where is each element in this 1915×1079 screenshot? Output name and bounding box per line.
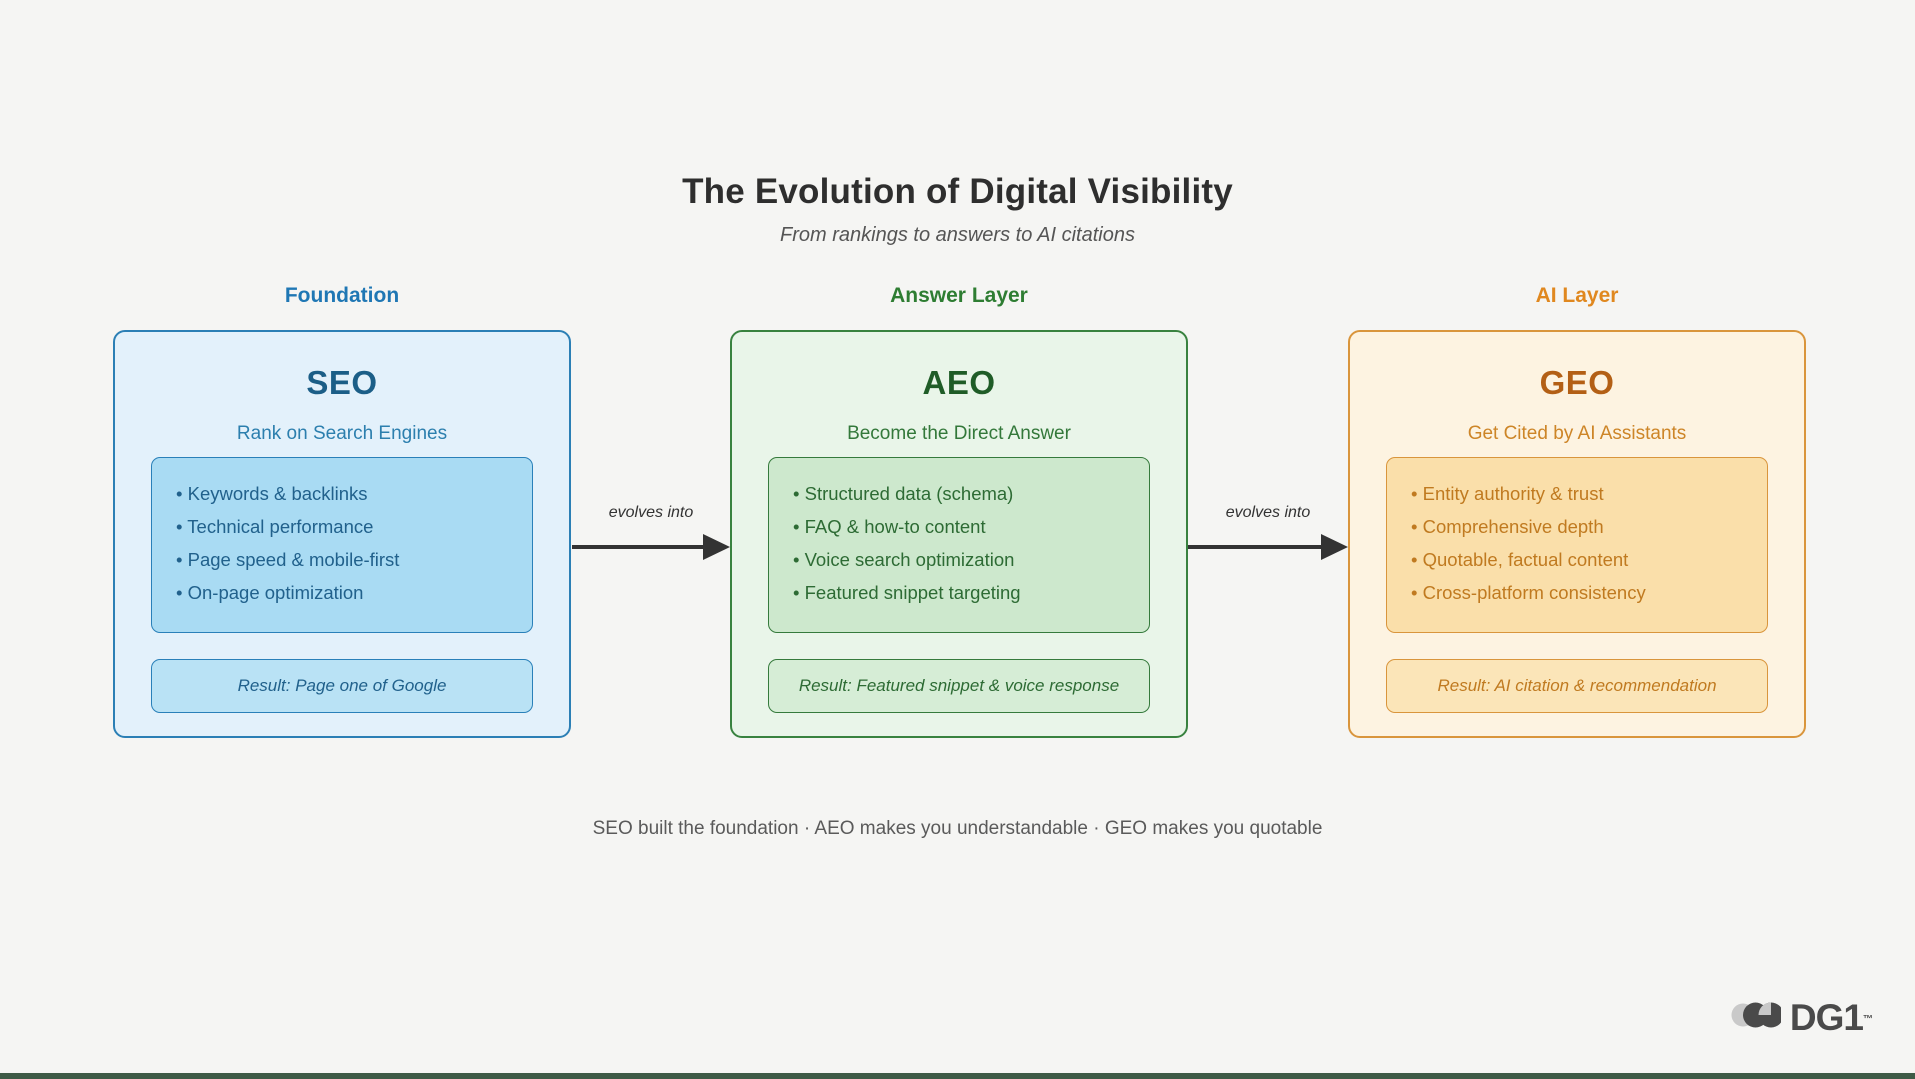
right-arrow-icon	[572, 534, 730, 560]
aeo-card: AEO Become the Direct Answer • Structure…	[730, 330, 1188, 738]
page-subtitle: From rankings to answers to AI citations	[780, 224, 1135, 246]
geo-result-badge: Result: AI citation & recommendation	[1386, 659, 1768, 713]
dg1-logo: DG1™	[1731, 993, 1873, 1042]
feature-item: • Page speed & mobile-first	[176, 549, 400, 570]
feature-item: • Quotable, factual content	[1411, 549, 1629, 570]
feature-item: • FAQ & how-to content	[793, 516, 986, 537]
seo-column: Foundation SEO Rank on Search Engines • …	[113, 283, 571, 738]
trademark-symbol: ™	[1863, 1013, 1873, 1025]
geo-card-title: GEO	[1539, 364, 1615, 401]
geo-card-tagline: Get Cited by AI Assistants	[1467, 423, 1687, 444]
feature-item: • Keywords & backlinks	[176, 483, 368, 504]
seo-features-list: • Keywords & backlinks • Technical perfo…	[151, 457, 533, 633]
arrow-label: evolves into	[608, 504, 694, 521]
feature-item: • Voice search optimization	[793, 549, 1015, 570]
geo-card: GEO Get Cited by AI Assistants • Entity …	[1348, 330, 1806, 738]
bottom-bar	[0, 1073, 1915, 1079]
dg1-logo-text: DG1™	[1789, 996, 1873, 1038]
feature-item: • On-page optimization	[176, 582, 364, 603]
geo-features-list: • Entity authority & trust • Comprehensi…	[1386, 457, 1768, 633]
aeo-result-badge: Result: Featured snippet & voice respons…	[768, 659, 1150, 713]
aeo-card-title: AEO	[922, 364, 996, 401]
summary-text: SEO built the foundation · AEO makes you…	[592, 818, 1323, 839]
diagram-header: The Evolution of Digital Visibility From…	[0, 172, 1915, 247]
layer-label-answer-layer: Answer Layer	[890, 284, 1028, 307]
feature-item: • Technical performance	[176, 516, 374, 537]
feature-item: • Cross-platform consistency	[1411, 582, 1646, 603]
feature-item: • Entity authority & trust	[1411, 483, 1604, 504]
aeo-features-list: • Structured data (schema) • FAQ & how-t…	[768, 457, 1150, 633]
arrow-head-icon	[703, 534, 730, 560]
evolves-arrow-1: evolves into	[572, 503, 730, 560]
seo-card: SEO Rank on Search Engines • Keywords & …	[113, 330, 571, 738]
arrow-label: evolves into	[1225, 504, 1311, 521]
feature-item: • Structured data (schema)	[793, 483, 1014, 504]
geo-column: AI Layer GEO Get Cited by AI Assistants …	[1348, 283, 1806, 738]
arrow-line	[572, 545, 703, 549]
seo-card-title: SEO	[306, 364, 378, 401]
right-arrow-icon	[1188, 534, 1348, 560]
seo-result-badge: Result: Page one of Google	[151, 659, 533, 713]
feature-item: • Comprehensive depth	[1411, 516, 1604, 537]
layer-label-ai-layer: AI Layer	[1535, 284, 1619, 307]
evolves-arrow-2: evolves into	[1188, 503, 1348, 560]
seo-card-tagline: Rank on Search Engines	[236, 423, 448, 444]
aeo-card-tagline: Become the Direct Answer	[847, 423, 1071, 444]
dg1-logo-icon	[1731, 993, 1784, 1042]
arrow-line	[1188, 545, 1321, 549]
page-title: The Evolution of Digital Visibility	[682, 172, 1233, 211]
layer-label-foundation: Foundation	[284, 284, 400, 307]
aeo-column: Answer Layer AEO Become the Direct Answe…	[730, 283, 1188, 738]
arrow-head-icon	[1321, 534, 1348, 560]
feature-item: • Featured snippet targeting	[793, 582, 1021, 603]
